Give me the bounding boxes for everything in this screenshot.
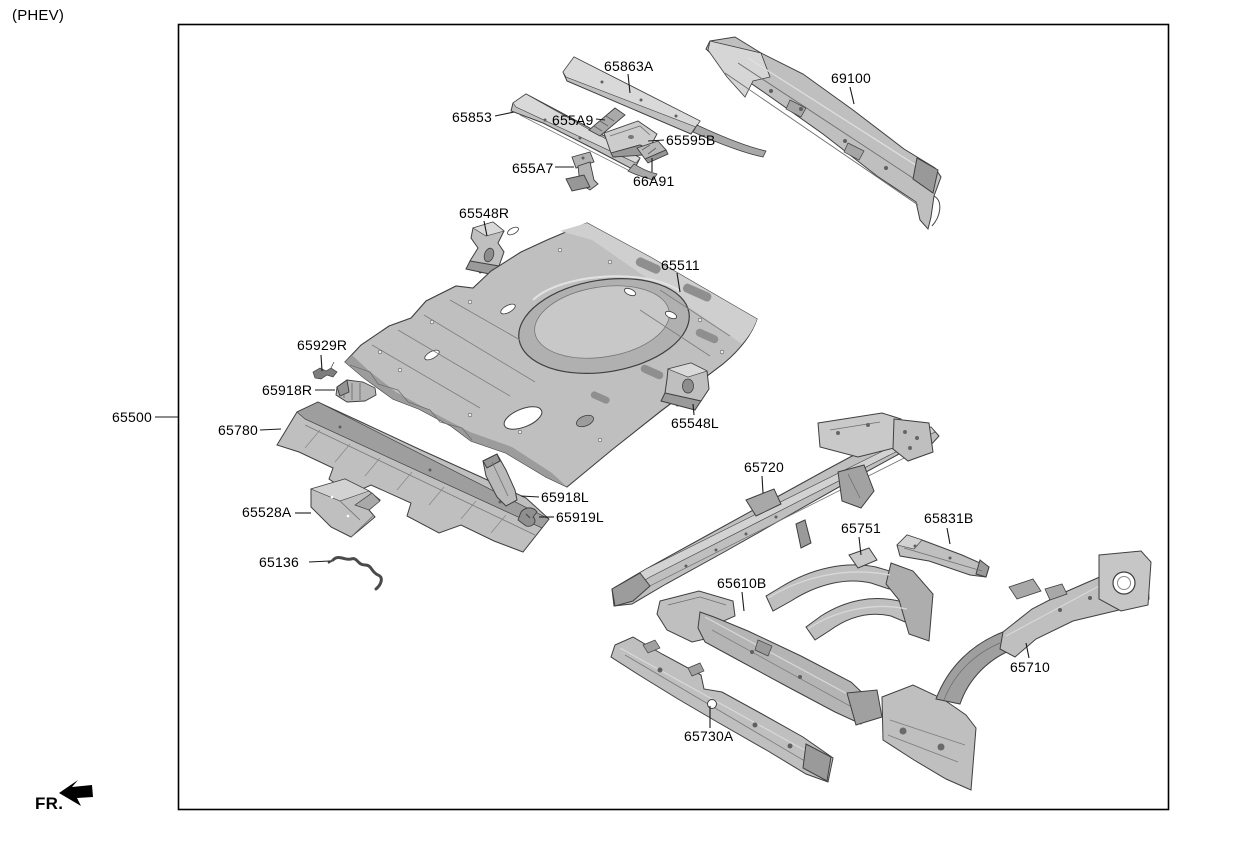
part-label-65751: 65751: [841, 520, 881, 536]
part-label-65548R: 65548R: [459, 205, 510, 221]
part-label-65595B: 65595B: [666, 132, 716, 148]
part-66A91-bracket: [636, 140, 669, 164]
part-65918L-bracket: [482, 453, 518, 507]
variant-label: (PHEV): [12, 7, 65, 24]
part-label-65853: 65853: [452, 109, 492, 125]
part-label-65136: 65136: [259, 554, 299, 570]
part-655A7-bracket: [565, 151, 599, 192]
part-label-66A91: 66A91: [633, 173, 675, 189]
part-label-655A9: 655A9: [552, 112, 594, 128]
part-label-65780: 65780: [218, 422, 258, 438]
part-65720-side-member: [611, 412, 940, 607]
assembly-label-65500: 65500: [112, 409, 152, 425]
part-label-655A7: 655A7: [512, 160, 554, 176]
part-65929R-clip: [312, 361, 338, 380]
part-65528A-panel: [310, 478, 381, 538]
part-label-65918L: 65918L: [541, 489, 589, 505]
part-65919L-bracket: [517, 507, 538, 527]
part-label-65720: 65720: [744, 459, 784, 475]
part-label-65610B: 65610B: [717, 575, 767, 591]
part-69100-rear-panel: [705, 36, 942, 231]
part-65831B-rail: [896, 534, 990, 578]
fr-direction-arrow: [59, 780, 93, 806]
part-label-65511: 65511: [661, 257, 700, 273]
diagram-border: [177, 23, 1170, 811]
part-label-65730A: 65730A: [684, 728, 734, 744]
part-label-65710: 65710: [1010, 659, 1050, 675]
part-label-65528A: 65528A: [242, 504, 292, 520]
part-65548L-bracket: [660, 362, 710, 411]
part-label-65929R: 65929R: [297, 337, 348, 353]
part-label-65831B: 65831B: [924, 510, 974, 526]
part-label-69100: 69100: [831, 70, 871, 86]
part-65710-side-member: [881, 550, 1152, 791]
front-marker-label: FR.: [35, 794, 64, 813]
part-65863A-crossmember-extension: [562, 56, 767, 158]
part-label-65863A: 65863A: [604, 58, 654, 74]
part-65918R-bracket: [335, 379, 377, 403]
part-65511-rear-floor-panel: [344, 222, 758, 488]
part-65780-partition-panel: [276, 401, 550, 553]
part-65730A-side-rail: [610, 636, 834, 783]
part-655A9-bracket: [588, 107, 626, 137]
part-65751-crossmember: [765, 547, 934, 642]
part-65548R-bracket: [465, 221, 505, 276]
part-label-65548L: 65548L: [671, 415, 719, 431]
leader-lines: [155, 73, 1030, 728]
part-label-65918R: 65918R: [262, 382, 313, 398]
part-label-65919L: 65919L: [556, 509, 604, 525]
part-65136-wiring: [327, 556, 383, 591]
